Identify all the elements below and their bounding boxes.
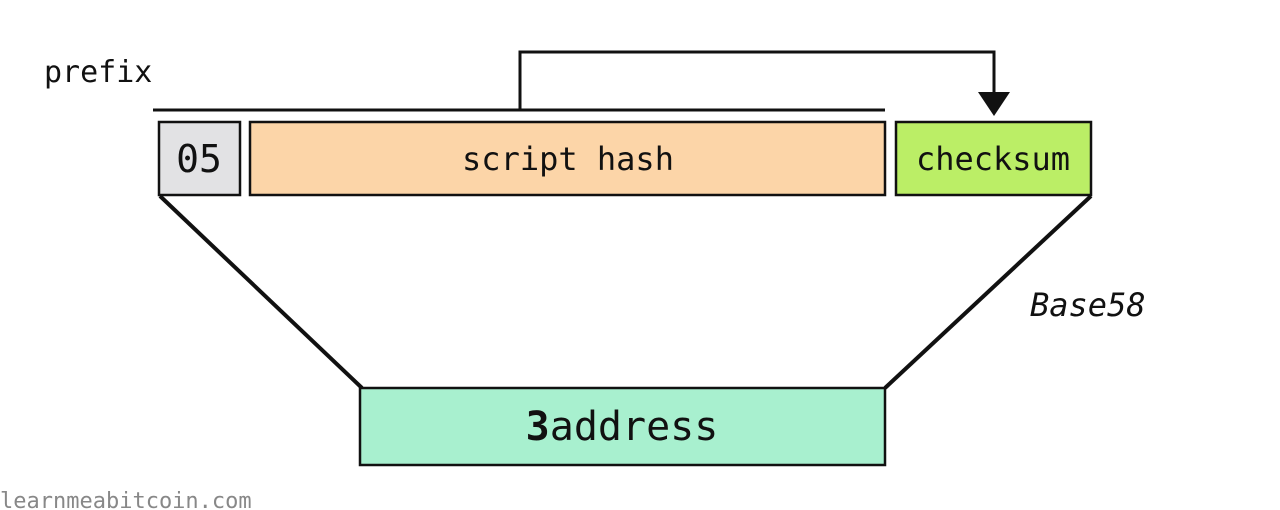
funnel-left-line bbox=[158, 194, 364, 390]
address-box bbox=[358, 386, 887, 467]
prefix-value: 05 bbox=[176, 137, 222, 181]
checksum-arrow-line bbox=[518, 50, 996, 110]
prefix-box bbox=[157, 120, 242, 197]
funnel-right-line bbox=[883, 194, 1093, 390]
checksum-box bbox=[894, 120, 1093, 197]
watermark-text: learnmeabitcoin.com bbox=[0, 489, 252, 510]
script-hash-label: script hash bbox=[462, 140, 674, 178]
address-rest: address bbox=[550, 404, 719, 450]
checksum-arrow-head-icon bbox=[978, 92, 1010, 116]
address-prefix-char: 3 bbox=[526, 404, 550, 450]
checksum-label: checksum bbox=[916, 140, 1070, 178]
script-hash-box bbox=[248, 120, 887, 197]
address-label: 3address bbox=[526, 404, 719, 450]
base58-label: Base58 bbox=[1030, 286, 1146, 324]
prefix-label: prefix bbox=[44, 55, 152, 90]
